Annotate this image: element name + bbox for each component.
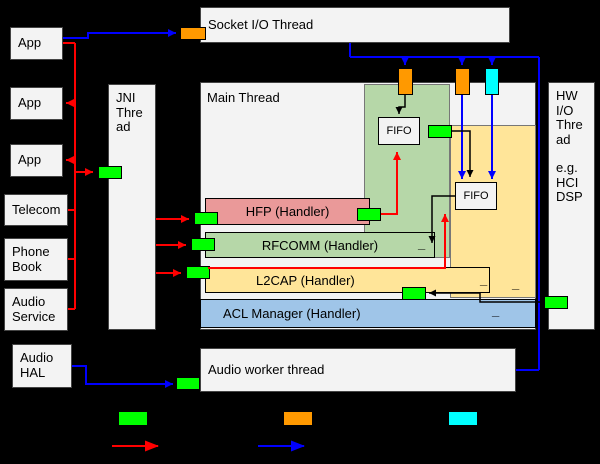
blue-arrow-app-to-socket bbox=[63, 29, 176, 39]
app-box-3: App bbox=[10, 144, 63, 177]
legend-green-queue-swatch bbox=[118, 411, 148, 426]
queue-marker-l2cap bbox=[186, 266, 210, 279]
queue-marker-hfp-out bbox=[357, 208, 381, 221]
hfp-handler-bar: HFP (Handler) bbox=[205, 198, 370, 225]
dash-mark-l2cap: _ bbox=[480, 272, 488, 287]
queue-marker-acl bbox=[402, 287, 426, 300]
hw-io-example-label: e.g. HCI DSP bbox=[556, 160, 583, 205]
socket-marker-top-2 bbox=[455, 68, 470, 95]
l2cap-handler-bar: L2CAP (Handler) bbox=[205, 267, 490, 293]
phone-book-box: Phone Book bbox=[4, 238, 68, 281]
telecom-box: Telecom bbox=[4, 194, 68, 226]
main-thread-label: Main Thread bbox=[207, 90, 280, 105]
dash-mark-acl: _ bbox=[492, 303, 500, 318]
socket-marker-top-1 bbox=[398, 68, 413, 95]
app-box-1: App bbox=[10, 27, 63, 60]
audio-service-box: Audio Service bbox=[4, 288, 68, 331]
fifo-box-upper: FIFO bbox=[378, 117, 420, 145]
hw-io-thread-box: HW I/O Thre ad e.g. HCI DSP bbox=[548, 82, 595, 330]
cyan-marker-top bbox=[485, 68, 499, 95]
queue-marker-hw-io bbox=[544, 296, 568, 309]
queue-marker-fifo-out bbox=[428, 125, 452, 138]
queue-marker-rfcomm bbox=[191, 238, 215, 251]
app-box-2: App bbox=[10, 87, 63, 120]
socket-marker-io-thread bbox=[180, 27, 206, 40]
dash-mark-yellow-region: _ bbox=[512, 276, 520, 291]
acl-manager-handler-bar: ACL Manager (Handler) bbox=[200, 299, 536, 328]
legend-orange-socket-swatch bbox=[283, 411, 313, 426]
audio-worker-thread-box: Audio worker thread bbox=[200, 348, 516, 392]
queue-marker-hfp bbox=[194, 212, 218, 225]
jni-thread-box: JNI Thre ad bbox=[108, 84, 156, 330]
rfcomm-handler-bar: RFCOMM (Handler) bbox=[205, 232, 435, 258]
dash-mark-rfcomm: _ bbox=[418, 236, 426, 251]
hw-io-thread-label: HW I/O Thre ad bbox=[556, 88, 583, 147]
audio-hal-box: Audio HAL bbox=[12, 344, 72, 388]
queue-marker-audio-worker bbox=[176, 377, 200, 390]
socket-io-thread-box: Socket I/O Thread bbox=[200, 7, 510, 43]
queue-marker-jni bbox=[98, 166, 122, 179]
fifo-box-lower: FIFO bbox=[455, 182, 497, 210]
legend-cyan-swatch bbox=[448, 411, 478, 426]
blue-arrow-hal-to-audio-worker bbox=[72, 365, 173, 388]
